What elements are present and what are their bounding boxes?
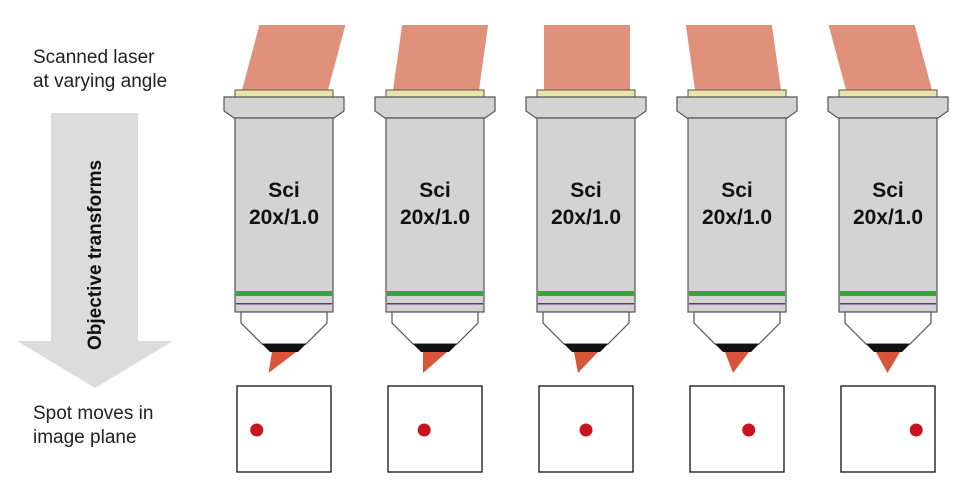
purple-band bbox=[387, 303, 483, 305]
objective-collar bbox=[687, 89, 787, 98]
objective-collar bbox=[838, 89, 938, 98]
image-plane-box bbox=[387, 385, 483, 473]
objective-nose bbox=[542, 311, 630, 345]
objective-body bbox=[838, 117, 938, 313]
objective-spec: 20x/1.0 bbox=[400, 206, 470, 229]
purple-band bbox=[538, 303, 634, 305]
objective-collar bbox=[234, 89, 334, 98]
green-band bbox=[840, 291, 936, 296]
objective-body bbox=[385, 117, 485, 313]
laser-beam bbox=[242, 25, 346, 90]
green-band bbox=[387, 291, 483, 296]
bottom-label-line-2: image plane bbox=[33, 427, 137, 448]
laser-spot bbox=[250, 423, 264, 437]
image-plane-box bbox=[689, 385, 785, 473]
objective-collar bbox=[385, 89, 485, 98]
laser-spot bbox=[417, 423, 431, 437]
exit-beam bbox=[268, 352, 296, 373]
objective-tip bbox=[866, 344, 910, 352]
objective-nose bbox=[844, 311, 932, 345]
green-band bbox=[538, 291, 634, 296]
objective-body bbox=[687, 117, 787, 313]
objective-nose bbox=[693, 311, 781, 345]
top-label-line-2: at varying angle bbox=[33, 71, 168, 92]
exit-beam bbox=[725, 352, 749, 373]
objective-3: Sci 20x/1.0 bbox=[525, 25, 647, 473]
objective-2: Sci 20x/1.0 bbox=[374, 25, 496, 473]
objective-tip bbox=[262, 344, 306, 352]
objective-flange bbox=[374, 96, 496, 119]
purple-band bbox=[236, 303, 332, 305]
objective-nose bbox=[240, 311, 328, 345]
top-label-line-1: Scanned laser bbox=[33, 47, 155, 68]
objective-brand: Sci bbox=[268, 179, 300, 202]
objective-4: Sci 20x/1.0 bbox=[676, 25, 798, 473]
green-band bbox=[689, 291, 785, 296]
laser-spot bbox=[909, 423, 923, 437]
objective-tip bbox=[413, 344, 457, 352]
objective-flange bbox=[827, 96, 949, 119]
laser-beam bbox=[544, 25, 630, 90]
objective-flange bbox=[676, 96, 798, 119]
objective-flange bbox=[223, 96, 345, 119]
objective-1: Sci 20x/1.0 bbox=[223, 25, 346, 473]
laser-beam bbox=[685, 25, 781, 90]
objective-brand: Sci bbox=[721, 179, 753, 202]
objective-spec: 20x/1.0 bbox=[551, 206, 621, 229]
objective-spec: 20x/1.0 bbox=[249, 206, 319, 229]
laser-spot bbox=[579, 423, 593, 437]
down-arrow bbox=[17, 113, 173, 388]
objective-flange bbox=[525, 96, 647, 119]
purple-band bbox=[689, 303, 785, 305]
objective-brand: Sci bbox=[872, 179, 904, 202]
bottom-label: Spot moves in image plane bbox=[33, 402, 153, 450]
objective-collar bbox=[536, 89, 636, 98]
laser-beam bbox=[828, 25, 932, 90]
objective-tip bbox=[715, 344, 759, 352]
objective-brand: Sci bbox=[570, 179, 602, 202]
laser-beam bbox=[393, 25, 489, 90]
exit-beam bbox=[423, 352, 447, 373]
objective-nose bbox=[391, 311, 479, 345]
arrow-label: Objective transforms bbox=[85, 160, 106, 350]
exit-beam bbox=[574, 352, 598, 373]
top-label: Scanned laser at varying angle bbox=[33, 46, 167, 94]
objective-brand: Sci bbox=[419, 179, 451, 202]
bottom-label-line-1: Spot moves in bbox=[33, 403, 154, 424]
green-band bbox=[236, 291, 332, 296]
exit-beam bbox=[876, 352, 900, 373]
objective-tip bbox=[564, 344, 608, 352]
laser-spot bbox=[742, 423, 756, 437]
objective-body bbox=[536, 117, 636, 313]
objective-5: Sci 20x/1.0 bbox=[827, 25, 949, 473]
objective-spec: 20x/1.0 bbox=[853, 206, 923, 229]
objective-spec: 20x/1.0 bbox=[702, 206, 772, 229]
purple-band bbox=[840, 303, 936, 305]
